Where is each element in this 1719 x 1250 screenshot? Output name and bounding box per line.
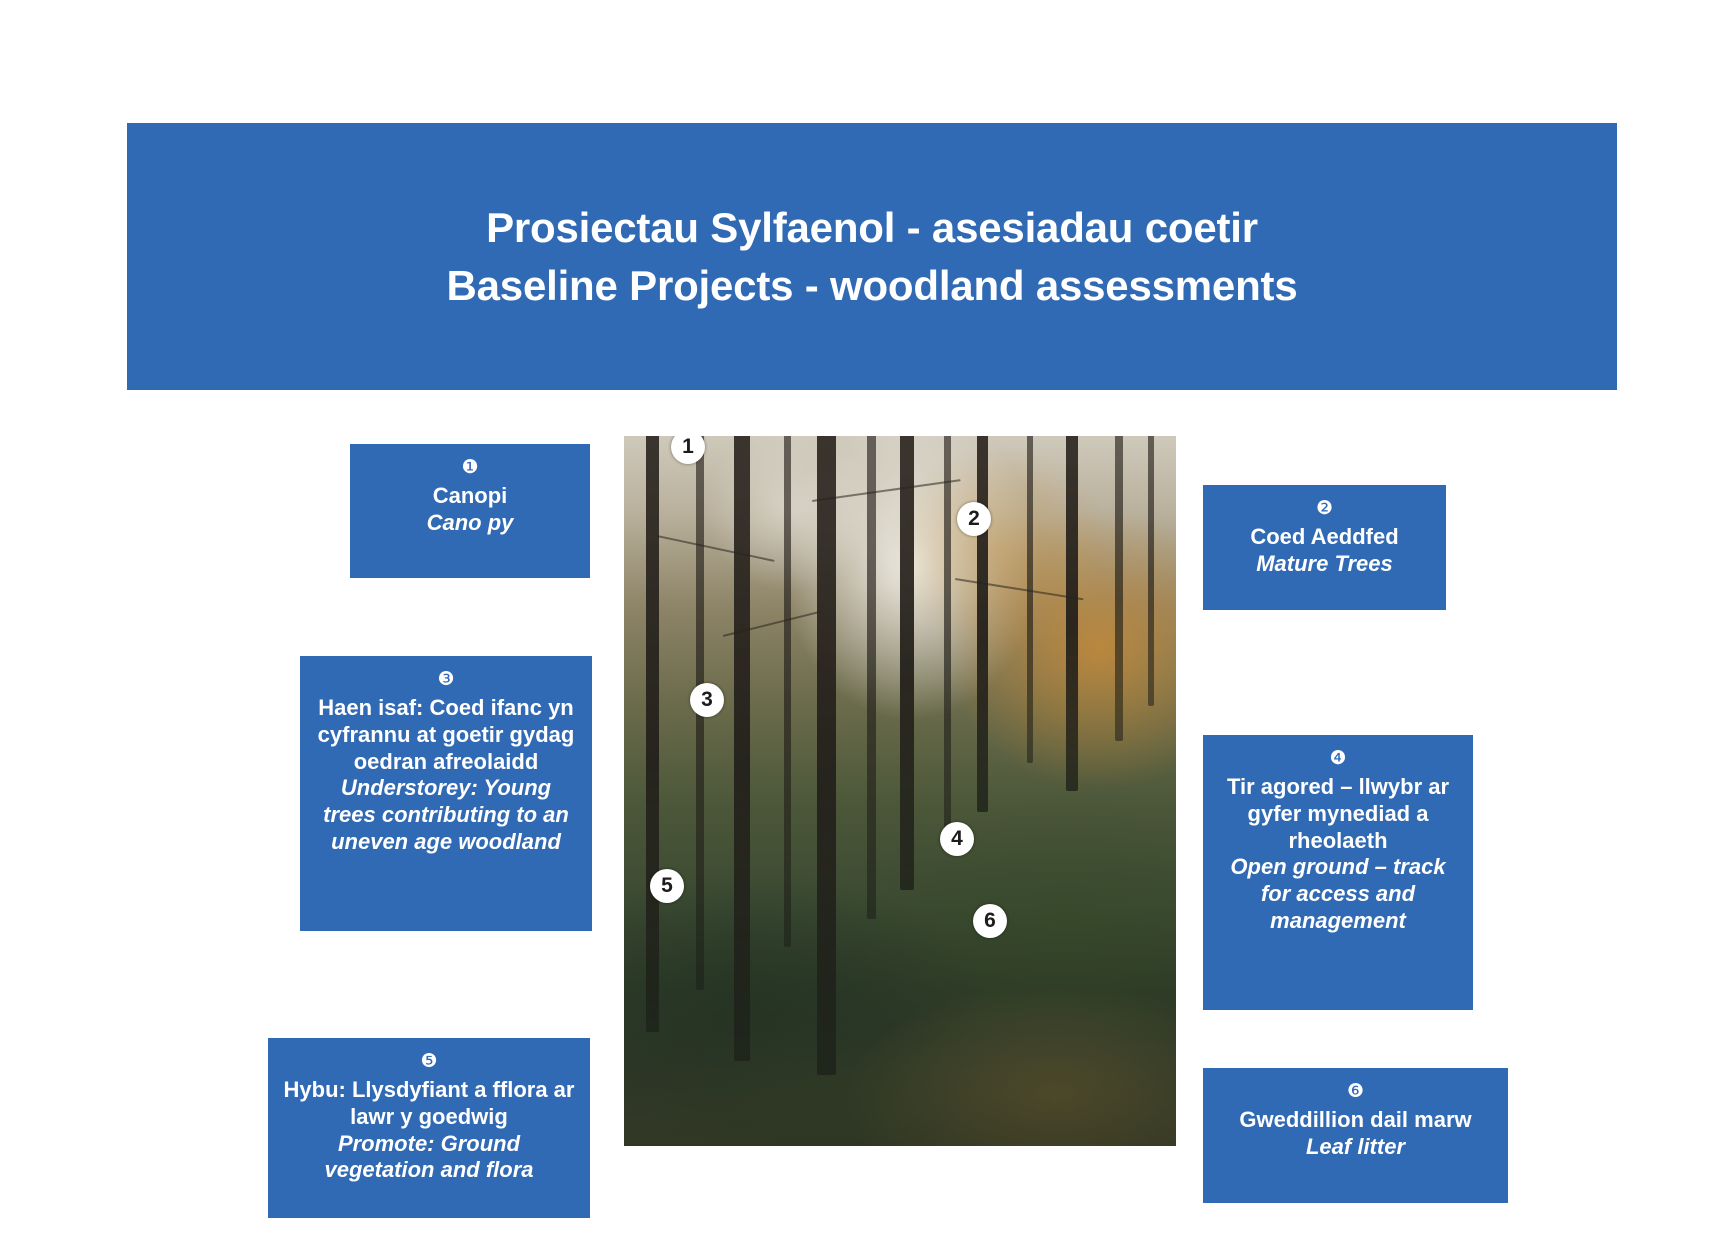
photo-marker-3: 3 (690, 683, 724, 717)
callout-english-4: Open ground – track for access and manag… (1230, 854, 1446, 934)
tree-trunk (1065, 436, 1078, 791)
title-line-english: Baseline Projects - woodland assessments (446, 261, 1298, 309)
callout-welsh-4: Tir agored – llwybr ar gyfer mynediad a … (1226, 773, 1450, 853)
forest-floor-shading (624, 904, 1176, 1146)
photo-marker-6: 6 (973, 904, 1007, 938)
tree-trunk (1026, 436, 1033, 763)
callout-box-2: ❷ Coed Aeddfed Mature Trees (1203, 485, 1446, 610)
tree-trunk (977, 436, 989, 813)
photo-marker-2: 2 (957, 502, 991, 536)
woodland-photo: 1 2 3 4 5 6 (624, 436, 1176, 1146)
title-banner: Prosiectau Sylfaenol - asesiadau coetir … (127, 123, 1617, 390)
photo-marker-4: 4 (940, 822, 974, 856)
callout-welsh-3: Haen isaf: Coed ifanc yn cyfrannu at goe… (317, 694, 575, 774)
callout-welsh-5: Hybu: Llysdyfiant a fflora ar lawr y goe… (283, 1076, 575, 1129)
callout-welsh-1: Canopi (432, 482, 508, 508)
callout-number-3: ❸ (437, 669, 455, 690)
tree-trunk (866, 436, 876, 919)
tree-trunk (1148, 436, 1155, 706)
tree-trunk (900, 436, 914, 891)
callout-english-6: Leaf litter (1305, 1133, 1406, 1159)
callout-box-1: ❶ Canopi Cano py (350, 444, 590, 578)
callout-number-2: ❷ (1315, 498, 1334, 519)
callout-english-5: Promote: Ground vegetation and flora (324, 1130, 534, 1183)
tree-trunk (1115, 436, 1124, 742)
photo-marker-1: 1 (671, 436, 705, 464)
title-line-welsh: Prosiectau Sylfaenol - asesiadau coetir (486, 203, 1258, 251)
callout-box-6: ❻ Gweddillion dail marw Leaf litter (1203, 1068, 1508, 1203)
tree-trunk (784, 436, 792, 948)
callout-english-2: Mature Trees (1256, 550, 1393, 576)
callout-number-5: ❺ (420, 1051, 438, 1072)
callout-number-4: ❹ (1329, 748, 1347, 769)
callout-welsh-2: Coed Aeddfed (1250, 523, 1399, 549)
callout-box-5: ❺ Hybu: Llysdyfiant a fflora ar lawr y g… (268, 1038, 590, 1218)
callout-english-1: Cano py (426, 509, 514, 535)
callout-number-1: ❶ (461, 457, 479, 478)
tree-trunk (944, 436, 952, 834)
photo-marker-5: 5 (650, 869, 684, 903)
callout-english-3: Understorey: Young trees contributing to… (323, 775, 569, 855)
callout-box-3: ❸ Haen isaf: Coed ifanc yn cyfrannu at g… (300, 656, 592, 931)
callout-box-4: ❹ Tir agored – llwybr ar gyfer mynediad … (1203, 735, 1473, 1010)
callout-welsh-6: Gweddillion dail marw (1239, 1106, 1472, 1132)
callout-number-6: ❻ (1346, 1081, 1365, 1102)
